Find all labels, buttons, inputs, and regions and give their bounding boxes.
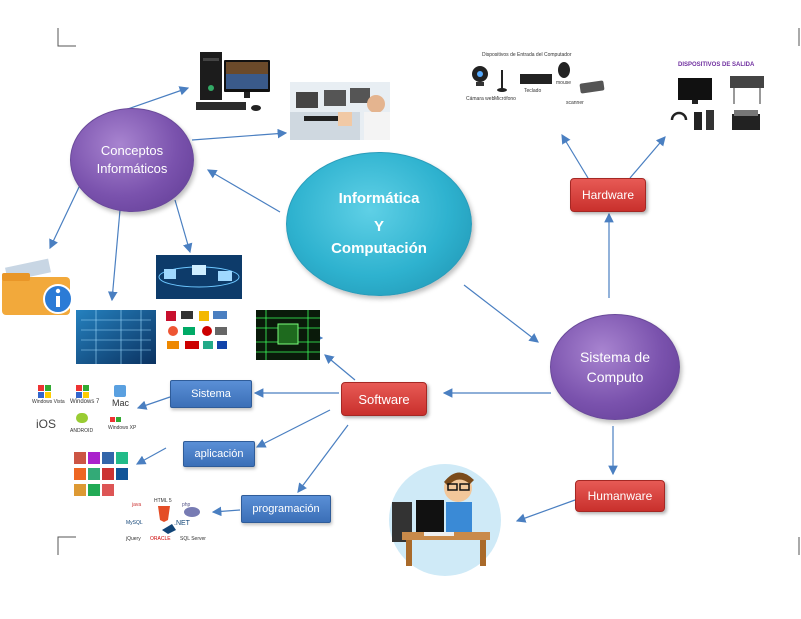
arrow-hardware-to-entrada: [561, 133, 589, 179]
user-computer-cartoon: [389, 464, 501, 576]
arrow-software-to-aplicacion: [255, 409, 331, 448]
office-apps-image: [74, 452, 128, 496]
output-device-shapes: [670, 76, 764, 130]
dev-sqlserver: SQL Server: [180, 536, 206, 542]
conceptos-line1: Conceptos: [100, 143, 164, 158]
green-circuit-image: [256, 310, 320, 360]
central-title-line3: Computación: [331, 240, 427, 257]
dev-logo-shapes: [158, 506, 200, 534]
os-logos: Windows Vista Windows 7 Mac iOS ANDROID …: [32, 383, 138, 439]
input-scanner-label: scanner: [566, 100, 584, 106]
central-title-line1: Informática: [338, 190, 420, 207]
humanware-node: Humanware: [575, 480, 665, 512]
arrow-central-to-conceptos: [206, 169, 281, 213]
os-mac: Mac: [112, 398, 130, 408]
hardware-node: Hardware: [570, 178, 646, 212]
arrow-conceptos-to-folder: [49, 184, 81, 250]
os-windows-xp: Windows XP: [108, 425, 137, 431]
aplicacion-type-node: aplicación: [183, 441, 255, 467]
dev-logos: java HTML 5 php MySQL .NET jQuery ORACLE…: [124, 496, 210, 546]
circuit-hand-image: [76, 310, 156, 364]
dev-dotnet: .NET: [174, 520, 190, 527]
input-keyboard-label: Teclado: [524, 88, 542, 94]
network-devices-image: [156, 255, 242, 299]
arrow-conceptos-to-circuit: [107, 209, 121, 302]
programacion-type-label: programación: [252, 503, 320, 515]
arrow-hardware-to-salida: [629, 136, 666, 179]
input-devices-title: Dispositivos de Entrada del Computador: [482, 52, 572, 58]
programacion-type-node: programación: [241, 495, 331, 523]
input-devices: Dispositivos de Entrada del Computador C…: [460, 52, 612, 110]
arrow-central-to-sistema: [463, 284, 539, 343]
office-workers-image: [290, 82, 390, 140]
arrow-software-to-programacion: [297, 424, 349, 493]
sistema-type-node: Sistema: [170, 380, 252, 408]
desktop-pc-image: [196, 52, 270, 111]
hardware-label: Hardware: [581, 188, 635, 202]
os-ios: iOS: [36, 417, 57, 431]
sistema-type-label: Sistema: [191, 388, 231, 400]
input-device-shapes: [472, 62, 605, 94]
dev-html5: HTML 5: [154, 498, 172, 504]
software-node: Software: [341, 382, 427, 416]
output-devices-title: DISPOSITIVOS DE SALIDA: [678, 62, 755, 68]
arrow-software-to-antivirus: [324, 354, 356, 381]
arrow-sistema-to-os: [136, 396, 171, 410]
arrow-humanware-to-user: [515, 499, 576, 523]
sistema-computo-node: Sistema de Computo: [550, 314, 680, 420]
arrow-conceptos-to-pc: [124, 86, 190, 111]
sistema-computo-line1: Sistema de: [579, 349, 651, 365]
dev-jquery: jQuery: [126, 536, 141, 542]
antivirus-logos-image: [163, 307, 231, 355]
arrow-aplicacion-to-office: [135, 447, 167, 465]
arrow-conceptos-to-network: [174, 199, 193, 254]
conceptos-line2: Informáticos: [96, 161, 168, 176]
humanware-label: Humanware: [587, 489, 653, 503]
output-devices: DISPOSITIVOS DE SALIDA: [668, 62, 772, 140]
dev-mysql: MySQL: [126, 520, 143, 526]
os-windows-7: Windows 7: [70, 399, 100, 405]
sistema-computo-line2: Computo: [586, 369, 644, 385]
software-label: Software: [358, 391, 410, 407]
central-node: Informática Y Computación: [286, 152, 472, 296]
input-mouse-label: mouse: [556, 80, 572, 86]
dev-java: java: [132, 502, 142, 508]
central-title-line2: Y: [373, 218, 384, 235]
dev-oracle: ORACLE: [150, 536, 171, 542]
input-mic-label: Micrófono: [494, 96, 516, 102]
conceptos-node: Conceptos Informáticos: [70, 108, 194, 212]
aplicacion-type-label: aplicación: [194, 448, 244, 460]
folder-info-icon: [2, 258, 73, 315]
arrow-conceptos-to-office: [191, 128, 288, 141]
input-camera-label: Cámara web: [466, 96, 495, 102]
os-logo-shapes: [38, 385, 126, 423]
dev-php: php: [182, 502, 191, 508]
os-android: ANDROID: [70, 428, 94, 434]
os-windows-vista: Windows Vista: [32, 399, 65, 405]
arrow-programacion-to-dev: [211, 506, 241, 517]
